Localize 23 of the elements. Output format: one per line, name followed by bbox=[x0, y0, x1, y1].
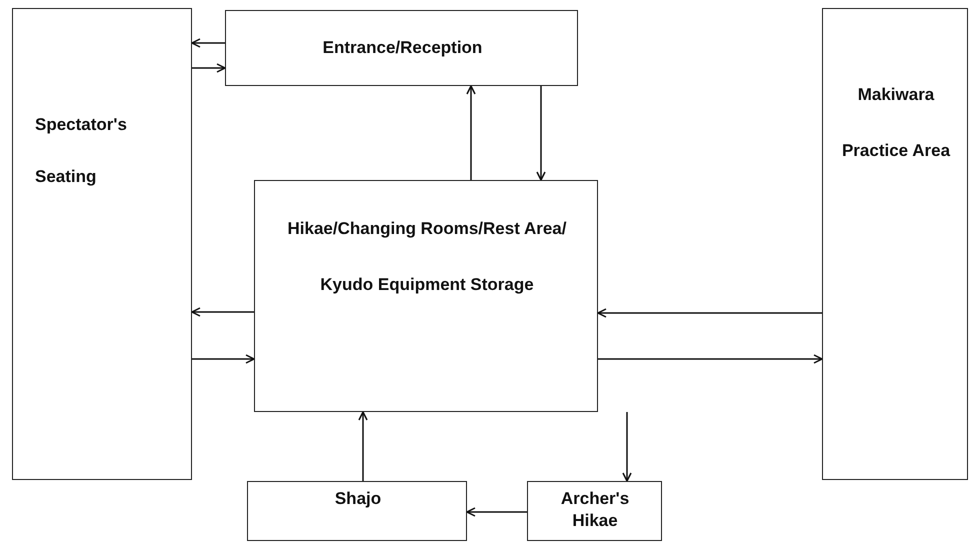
area-box bbox=[527, 481, 662, 541]
arrow bbox=[191, 38, 225, 48]
area-label: Shajo bbox=[334, 488, 382, 510]
arrow bbox=[192, 63, 226, 73]
arrow bbox=[192, 354, 255, 364]
area-label: Spectator's Seating bbox=[35, 114, 128, 188]
area-box bbox=[254, 180, 598, 412]
area-box bbox=[12, 8, 192, 480]
arrow bbox=[466, 85, 476, 180]
arrow bbox=[358, 411, 368, 481]
arrow bbox=[598, 354, 823, 364]
area-box bbox=[822, 8, 968, 480]
arrow bbox=[622, 412, 632, 482]
arrow bbox=[466, 507, 527, 517]
area-label: Makiwara Practice Area bbox=[840, 84, 952, 162]
area-label: Entrance/Reception bbox=[322, 37, 484, 59]
arrow bbox=[191, 307, 254, 317]
area-box bbox=[247, 481, 467, 541]
area-label: Archer's Hikae bbox=[560, 488, 630, 532]
arrow bbox=[597, 308, 822, 318]
area-box bbox=[225, 10, 578, 86]
arrow bbox=[536, 86, 546, 181]
area-label: Hikae/Changing Rooms/Rest Area/ Kyudo Equipment Storage bbox=[286, 218, 568, 296]
